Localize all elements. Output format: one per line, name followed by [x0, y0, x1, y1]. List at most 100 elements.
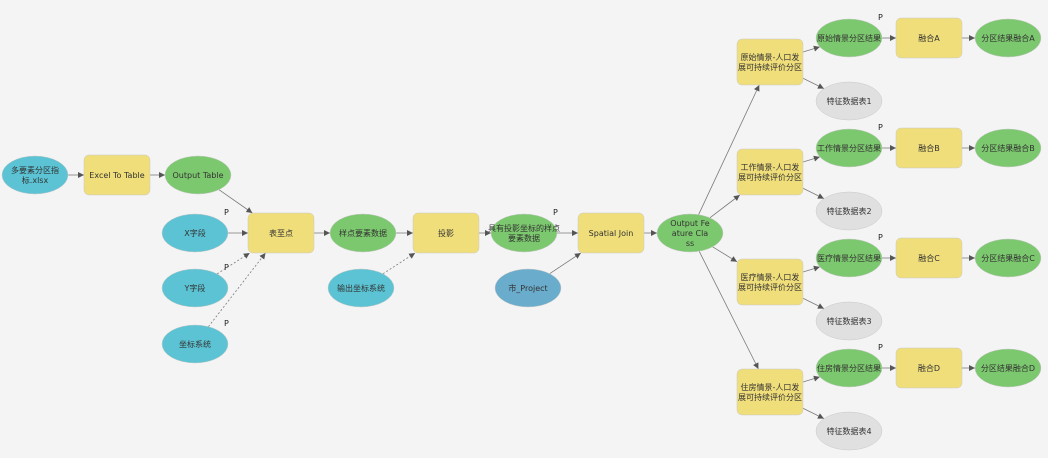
data-branch-b-result[interactable]: 工作情景分区结果 P — [815, 123, 883, 168]
projected-points-label: 具有投影坐标的样点要素数据 — [488, 223, 560, 243]
data-branch-d-output[interactable]: 分区结果融合D — [974, 348, 1042, 388]
tool-branch-d-tool[interactable]: 住房情景-人口发展可持续评价分区 — [736, 368, 804, 416]
xlsx-label: 多要素分区指标.xlsx — [11, 165, 59, 185]
table-to-point-label: 表至点 — [269, 228, 293, 238]
branch-b-merge-shape — [895, 127, 963, 169]
tool-project[interactable]: 投影 — [412, 212, 480, 254]
connector-city-project-to-spatial-join — [549, 252, 582, 274]
data-output-coord-system[interactable]: 输出坐标系统 — [327, 268, 395, 308]
y-field-label: Y字段 — [184, 283, 206, 293]
connector-output-feature-class-to-branch-b-tool — [709, 194, 741, 219]
output-feature-class-shape — [656, 213, 724, 253]
connector-branch-b-tool-to-branch-b-table — [802, 187, 825, 199]
data-branch-b-table[interactable]: 特征数据表2 — [815, 191, 883, 231]
data-projected-points[interactable]: 具有投影坐标的样点要素数据 P — [488, 208, 560, 253]
branch-b-output-label: 分区结果融合B — [981, 143, 1035, 153]
branch-d-result-label: 住房情景分区结果 — [817, 363, 881, 373]
branch-d-merge-shape — [895, 347, 963, 389]
branch-c-output-shape — [974, 238, 1042, 278]
tool-spatial-join[interactable]: Spatial Join — [577, 212, 645, 254]
projected-points-parameter-marker: P — [553, 208, 558, 217]
branch-d-output-shape — [974, 348, 1042, 388]
data-branch-a-output[interactable]: 分区结果融合A — [974, 18, 1042, 58]
project-shape — [412, 212, 480, 254]
tool-table-to-point[interactable]: 表至点 — [247, 212, 315, 254]
branch-d-tool-label: 住房情景-人口发展可持续评价分区 — [738, 382, 802, 402]
coord-system-parameter-marker: P — [224, 319, 229, 328]
branch-c-tool-shape — [736, 258, 804, 306]
connector-y-field-to-table-to-point — [216, 252, 250, 275]
connector-branch-b-tool-to-branch-b-result — [802, 155, 820, 163]
branch-c-result-label: 医疗情景分区结果 — [817, 253, 881, 263]
x-field-shape — [161, 213, 229, 253]
projected-points-shape — [490, 213, 558, 253]
tool-excel-to-table[interactable]: Excel To Table — [83, 154, 151, 196]
excel-to-table-shape — [83, 154, 151, 196]
connector-branch-a-tool-to-branch-a-result — [802, 45, 820, 53]
connector-output-table-to-table-to-point — [218, 189, 253, 214]
branch-d-table-shape — [815, 411, 883, 451]
branch-a-table-shape — [815, 81, 883, 121]
tool-branch-c-merge[interactable]: 融合C — [895, 237, 963, 279]
branch-a-output-label: 分区结果融合A — [981, 33, 1035, 43]
tool-branch-b-merge[interactable]: 融合B — [895, 127, 963, 169]
connector-branch-c-tool-to-branch-c-result — [802, 265, 820, 273]
data-branch-d-table[interactable]: 特征数据表4 — [815, 411, 883, 451]
branch-d-table-label: 特征数据表4 — [826, 426, 871, 436]
data-sample-points[interactable]: 样点要素数据 — [329, 213, 397, 253]
spatial-join-shape — [577, 212, 645, 254]
table-to-point-shape — [247, 212, 315, 254]
x-field-label: X字段 — [184, 228, 205, 238]
branch-b-merge-label: 融合B — [918, 143, 940, 153]
city-project-label: 市_Project — [508, 283, 547, 293]
tool-branch-b-tool[interactable]: 工作情景-人口发展可持续评价分区 — [736, 148, 804, 196]
tool-branch-a-tool[interactable]: 原始情景-人口发展可持续评价分区 — [736, 38, 804, 86]
connector-output-coord-system-to-project — [382, 252, 416, 275]
branch-a-merge-shape — [895, 17, 963, 59]
connector-output-feature-class-to-branch-c-tool — [712, 246, 738, 263]
tool-branch-d-merge[interactable]: 融合D — [895, 347, 963, 389]
data-branch-c-output[interactable]: 分区结果融合C — [974, 238, 1042, 278]
project-label: 投影 — [438, 228, 454, 238]
branch-c-result-parameter-marker: P — [878, 233, 883, 242]
data-y-field[interactable]: Y字段 P — [161, 263, 229, 308]
connector-branch-a-tool-to-branch-a-table — [802, 77, 825, 89]
output-table-label: Output Table — [172, 171, 223, 180]
y-field-shape — [161, 268, 229, 308]
data-branch-b-output[interactable]: 分区结果融合B — [974, 128, 1042, 168]
tool-branch-a-merge[interactable]: 融合A — [895, 17, 963, 59]
output-coord-system-label: 输出坐标系统 — [337, 283, 385, 293]
branch-c-tool-label: 医疗情景-人口发展可持续评价分区 — [738, 272, 802, 292]
branch-a-tool-label: 原始情景-人口发展可持续评价分区 — [738, 52, 802, 72]
connector-branch-c-tool-to-branch-c-table — [802, 297, 825, 309]
branch-c-output-label: 分区结果融合C — [981, 253, 1035, 263]
data-branch-c-result[interactable]: 医疗情景分区结果 P — [815, 233, 883, 278]
y-field-parameter-marker: P — [224, 263, 229, 272]
data-city-project[interactable]: 市_Project — [494, 268, 562, 308]
branch-a-result-label: 原始情景分区结果 — [817, 33, 881, 43]
branch-b-result-shape — [815, 128, 883, 168]
data-branch-a-table[interactable]: 特征数据表1 — [815, 81, 883, 121]
branch-b-result-parameter-marker: P — [878, 123, 883, 132]
branch-a-tool-shape — [736, 38, 804, 86]
branch-b-result-label: 工作情景分区结果 — [817, 143, 881, 153]
branch-b-output-shape — [974, 128, 1042, 168]
tool-branch-c-tool[interactable]: 医疗情景-人口发展可持续评价分区 — [736, 258, 804, 306]
connector-branch-d-tool-to-branch-d-result — [802, 375, 820, 383]
branch-b-table-label: 特征数据表2 — [826, 206, 871, 216]
branch-b-tool-shape — [736, 148, 804, 196]
sample-points-shape — [329, 213, 397, 253]
output-table-shape — [164, 155, 232, 195]
data-output-table[interactable]: Output Table — [164, 155, 232, 195]
branch-d-merge-label: 融合D — [918, 363, 940, 373]
data-branch-c-table[interactable]: 特征数据表3 — [815, 301, 883, 341]
data-xlsx[interactable]: 多要素分区指标.xlsx — [1, 155, 69, 195]
excel-to-table-label: Excel To Table — [89, 171, 144, 180]
